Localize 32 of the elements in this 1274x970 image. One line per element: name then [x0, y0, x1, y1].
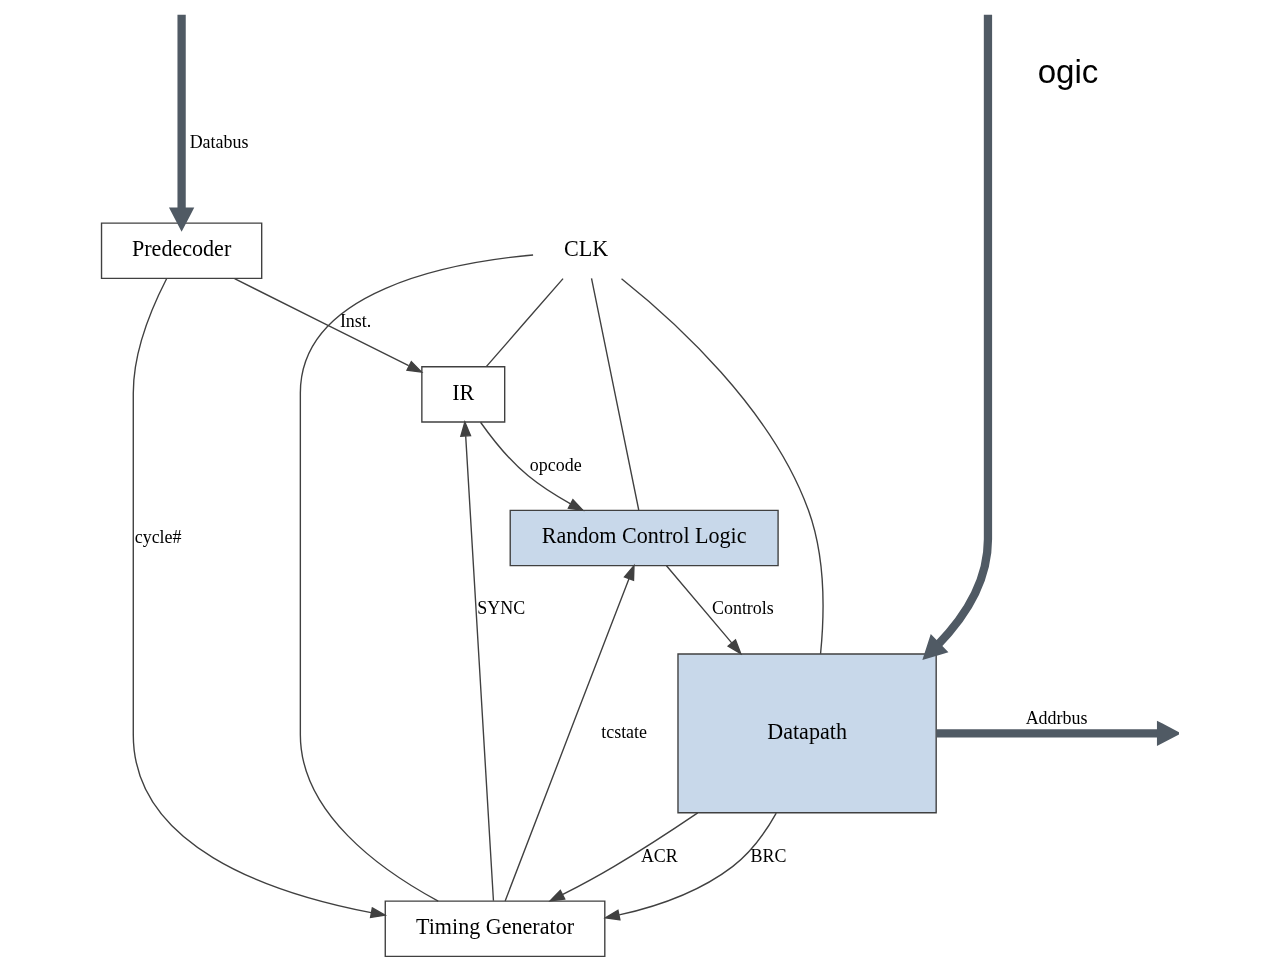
edge-label: ACR	[640, 845, 678, 866]
edge-label: cycle#	[134, 526, 182, 547]
arrow	[479, 421, 585, 512]
edge-label: SYNC	[476, 598, 525, 619]
edge-label: opcode	[529, 454, 582, 475]
node-text: CLK	[563, 236, 608, 262]
node-box: Datapath	[676, 653, 937, 814]
edge-label: Inst.	[339, 311, 371, 332]
arrow	[168, 14, 194, 232]
arrow	[233, 277, 423, 374]
connector	[620, 278, 824, 655]
arrow	[936, 720, 1179, 746]
arrow	[459, 420, 494, 902]
edge-label: Addrbus	[1025, 708, 1087, 729]
edge-label: Controls	[711, 598, 774, 619]
arrow	[602, 812, 777, 921]
edge-label: BRC	[749, 845, 786, 866]
connector	[590, 277, 639, 511]
node-box: IR	[420, 366, 505, 423]
arrow	[547, 812, 698, 902]
label: ogic	[1037, 52, 1098, 90]
node-box: Predecoder	[100, 222, 262, 280]
edge-label: tcstate	[600, 722, 647, 743]
connector	[485, 277, 564, 368]
arrow	[665, 565, 742, 656]
arrow	[921, 14, 992, 660]
connector	[299, 254, 534, 902]
node-box: Timing Generator	[384, 900, 605, 958]
arrow	[132, 278, 387, 919]
node-box: Random Control Logic	[509, 509, 779, 567]
arrow	[503, 563, 635, 902]
edge-label: Databus	[189, 131, 248, 152]
